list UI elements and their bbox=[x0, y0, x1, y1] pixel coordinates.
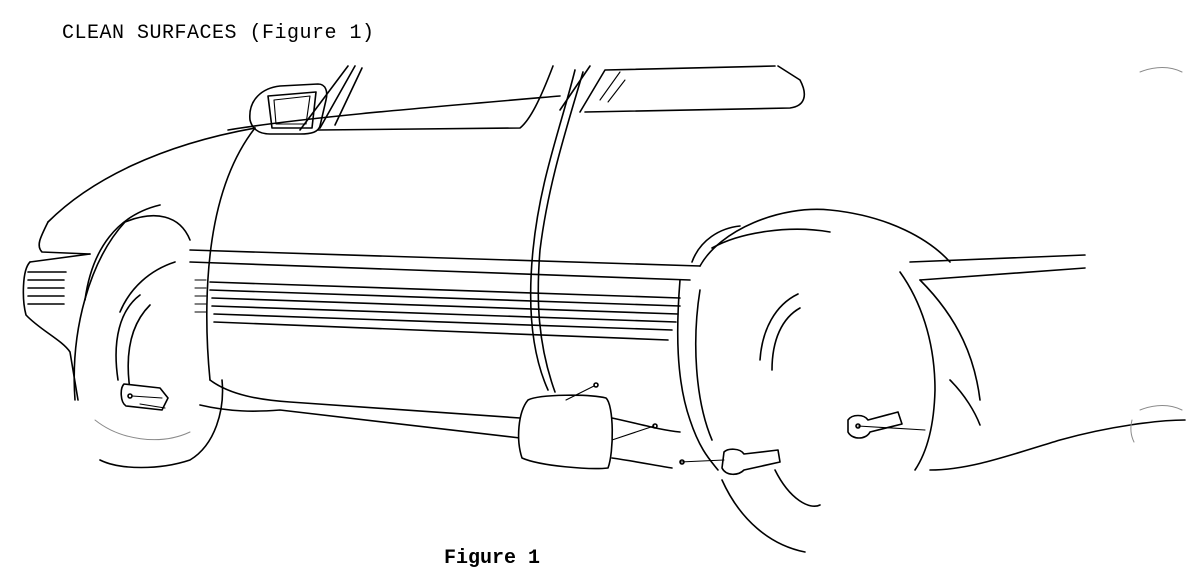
front-grille bbox=[27, 271, 207, 313]
rear-wheel bbox=[676, 228, 981, 553]
car-body-outline bbox=[22, 127, 1186, 471]
car-roof-and-windows bbox=[227, 65, 806, 131]
page-heading: CLEAN SURFACES (Figure 1) bbox=[62, 22, 375, 45]
figure-caption: Figure 1 bbox=[444, 547, 541, 570]
side-mirror bbox=[249, 83, 328, 135]
wheel-well-clips bbox=[120, 383, 926, 476]
front-wheel bbox=[73, 204, 224, 469]
door-seam bbox=[529, 69, 584, 393]
margin-marks bbox=[1130, 67, 1183, 443]
mud-flap bbox=[517, 382, 614, 470]
side-molding bbox=[209, 281, 681, 341]
